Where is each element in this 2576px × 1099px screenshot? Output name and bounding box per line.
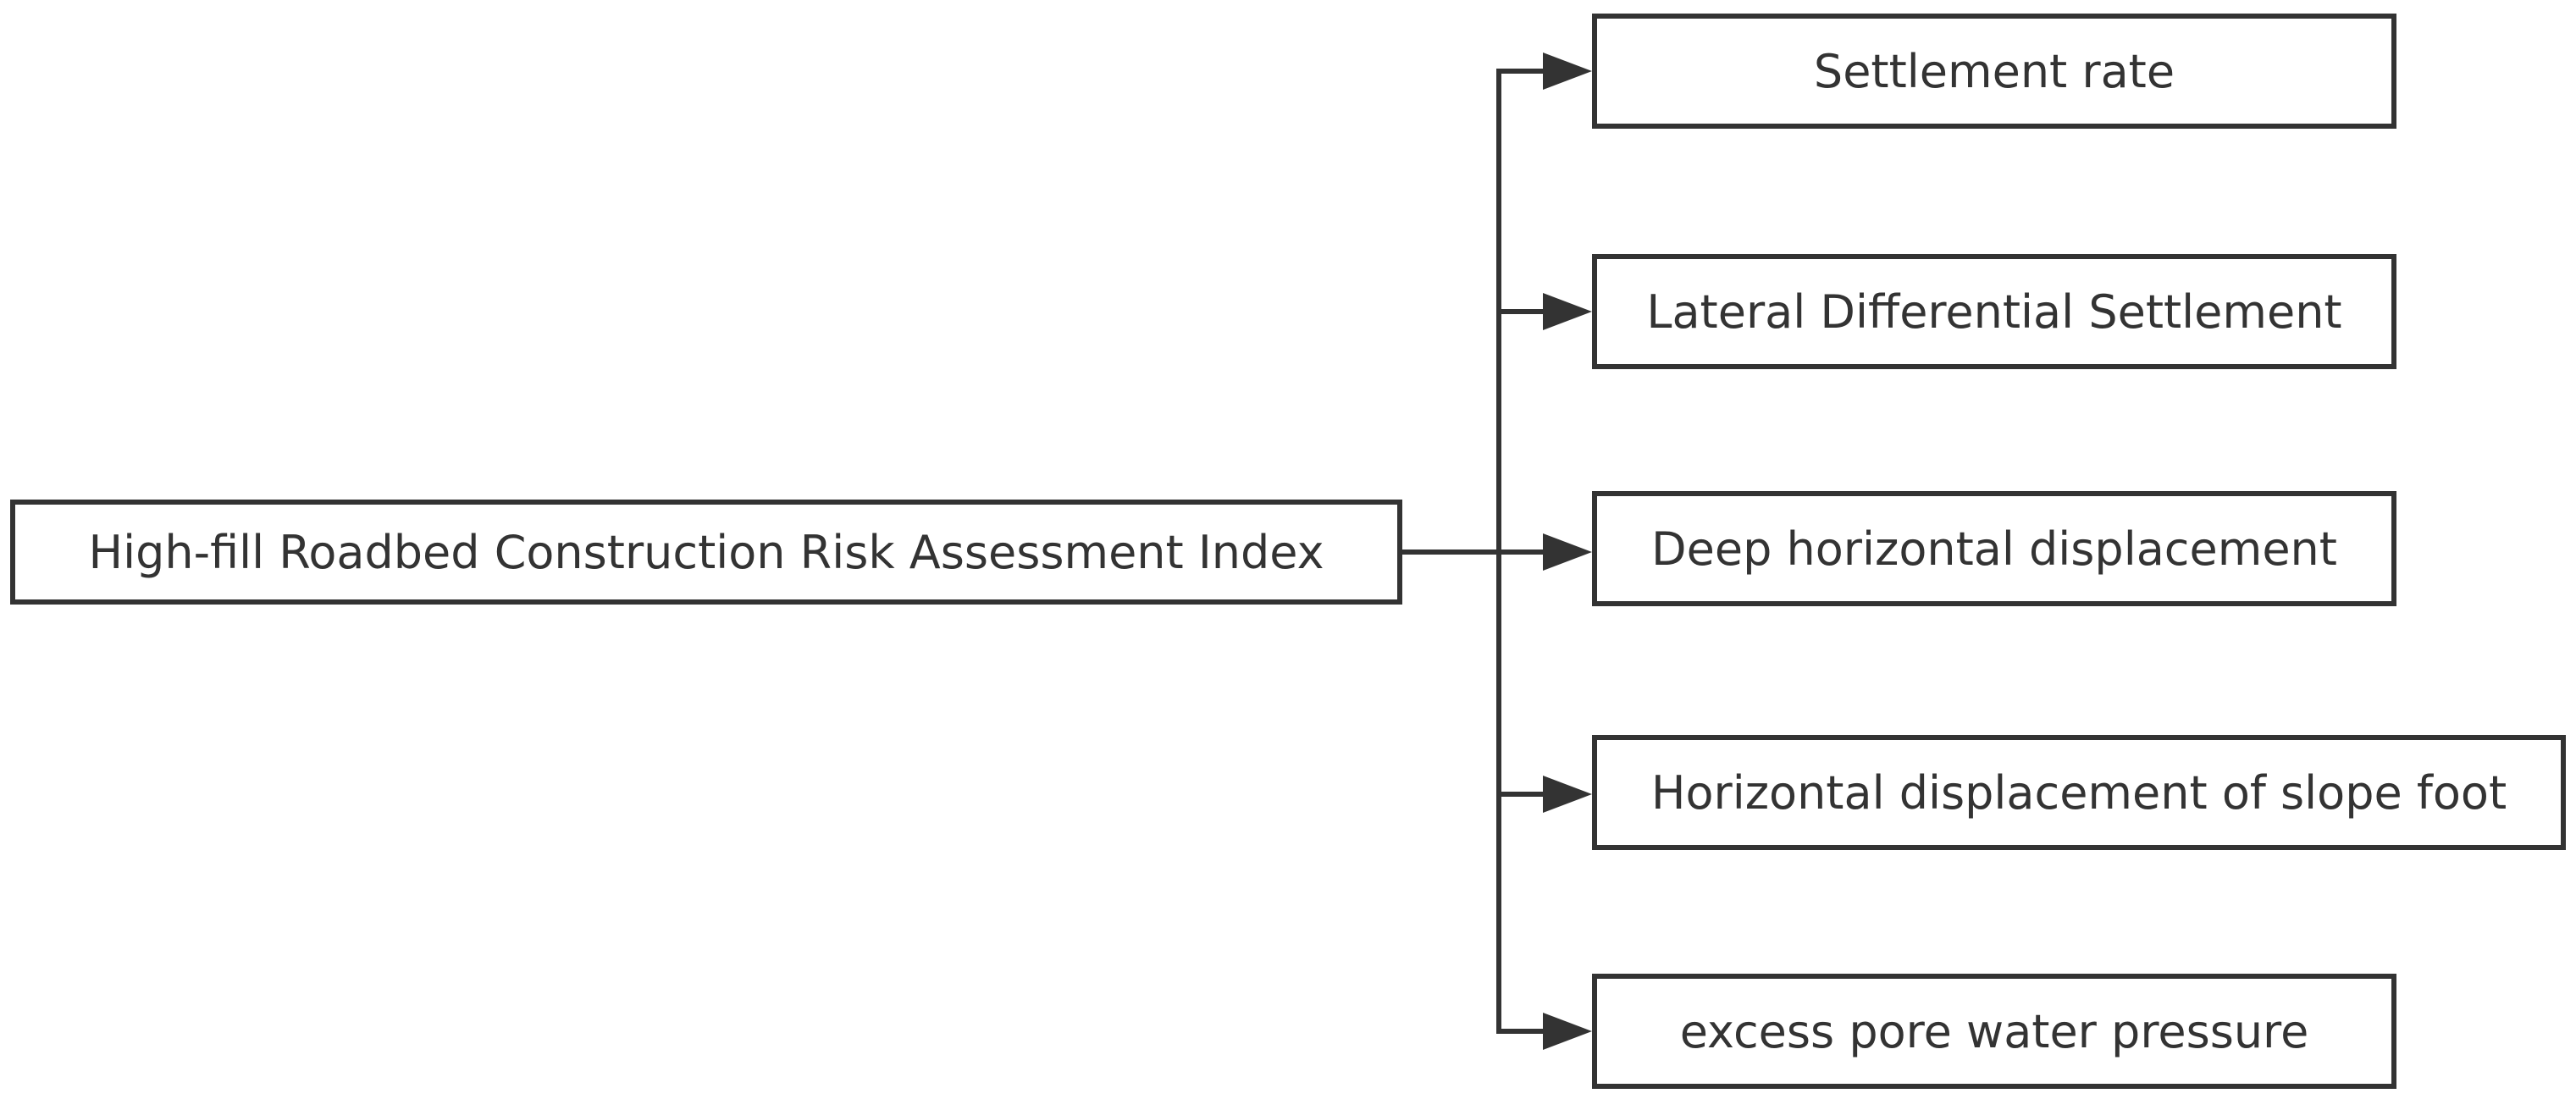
child-node-slope-foot-displacement: Horizontal displacement of slope foot: [1592, 735, 2566, 850]
arrowhead-2: [1543, 293, 1592, 330]
child-node-label: excess pore water pressure: [1679, 1004, 2309, 1058]
arrowhead-5: [1543, 1013, 1592, 1050]
child-node-label: Horizontal displacement of slope foot: [1650, 765, 2507, 820]
child-node-deep-horizontal-displacement: Deep horizontal displacement: [1592, 491, 2396, 606]
arrowhead-1: [1543, 52, 1592, 90]
child-node-lateral-differential-settlement: Lateral Differential Settlement: [1592, 254, 2396, 369]
arrowhead-4: [1543, 776, 1592, 813]
child-node-excess-pore-water-pressure: excess pore water pressure: [1592, 974, 2396, 1089]
child-node-label: Deep horizontal displacement: [1651, 522, 2337, 576]
child-node-label: Lateral Differential Settlement: [1646, 284, 2342, 339]
root-node: High-fill Roadbed Construction Risk Asse…: [10, 500, 1402, 605]
child-node-settlement-rate: Settlement rate: [1592, 14, 2396, 129]
child-node-label: Settlement rate: [1813, 44, 2175, 98]
arrowhead-3: [1543, 533, 1592, 571]
root-node-label: High-fill Roadbed Construction Risk Asse…: [88, 525, 1324, 579]
